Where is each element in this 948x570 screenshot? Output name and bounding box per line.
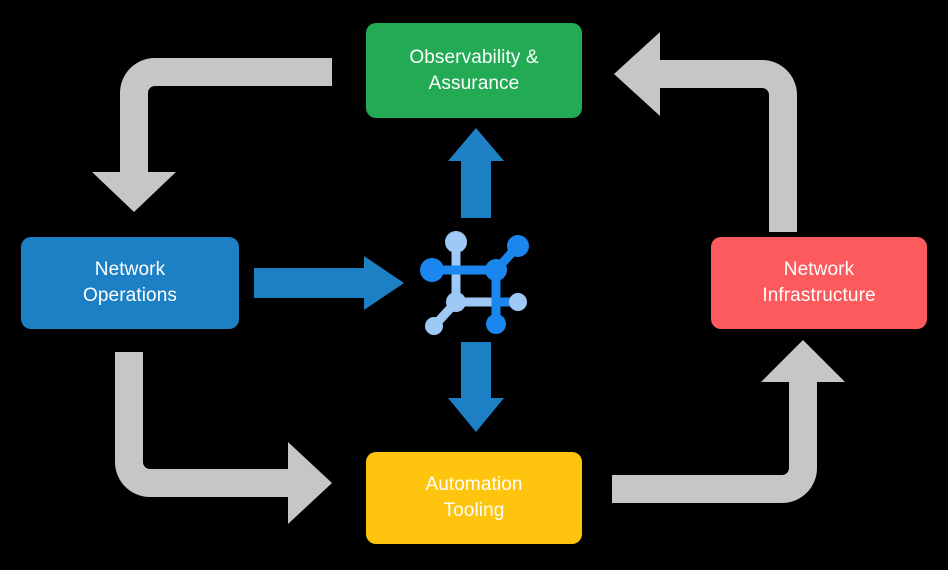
gray-arrow-operations-to-automation <box>115 352 332 524</box>
blue-arrow-operations-to-center <box>254 256 404 310</box>
node-network-infrastructure[interactable]: Network Infrastructure <box>711 237 927 329</box>
blue-arrow-center-to-observability <box>448 128 504 218</box>
node-label-network-operations: Network Operations <box>83 259 177 306</box>
node-automation-tooling[interactable]: Automation Tooling <box>366 452 582 544</box>
gray-arrow-infrastructure-to-observability <box>614 32 797 232</box>
node-label-automation-tooling: Automation Tooling <box>425 474 523 521</box>
node-network-operations[interactable]: Network Operations <box>21 237 239 329</box>
gray-arrow-automation-to-infrastructure <box>612 340 845 503</box>
node-label-network-infrastructure: Network Infrastructure <box>762 259 876 306</box>
mesh-edges-light <box>431 237 501 329</box>
node-label-observability-assurance: Observability & Assurance <box>409 46 539 94</box>
mesh-nodes-dark <box>420 235 529 334</box>
blue-arrow-center-to-automation <box>448 342 504 432</box>
network-mesh-icon <box>420 231 529 335</box>
mesh-nodes-light <box>425 231 527 335</box>
gray-arrow-observability-to-operations <box>92 58 332 212</box>
node-observability-assurance[interactable]: Observability & Assurance <box>366 23 582 118</box>
